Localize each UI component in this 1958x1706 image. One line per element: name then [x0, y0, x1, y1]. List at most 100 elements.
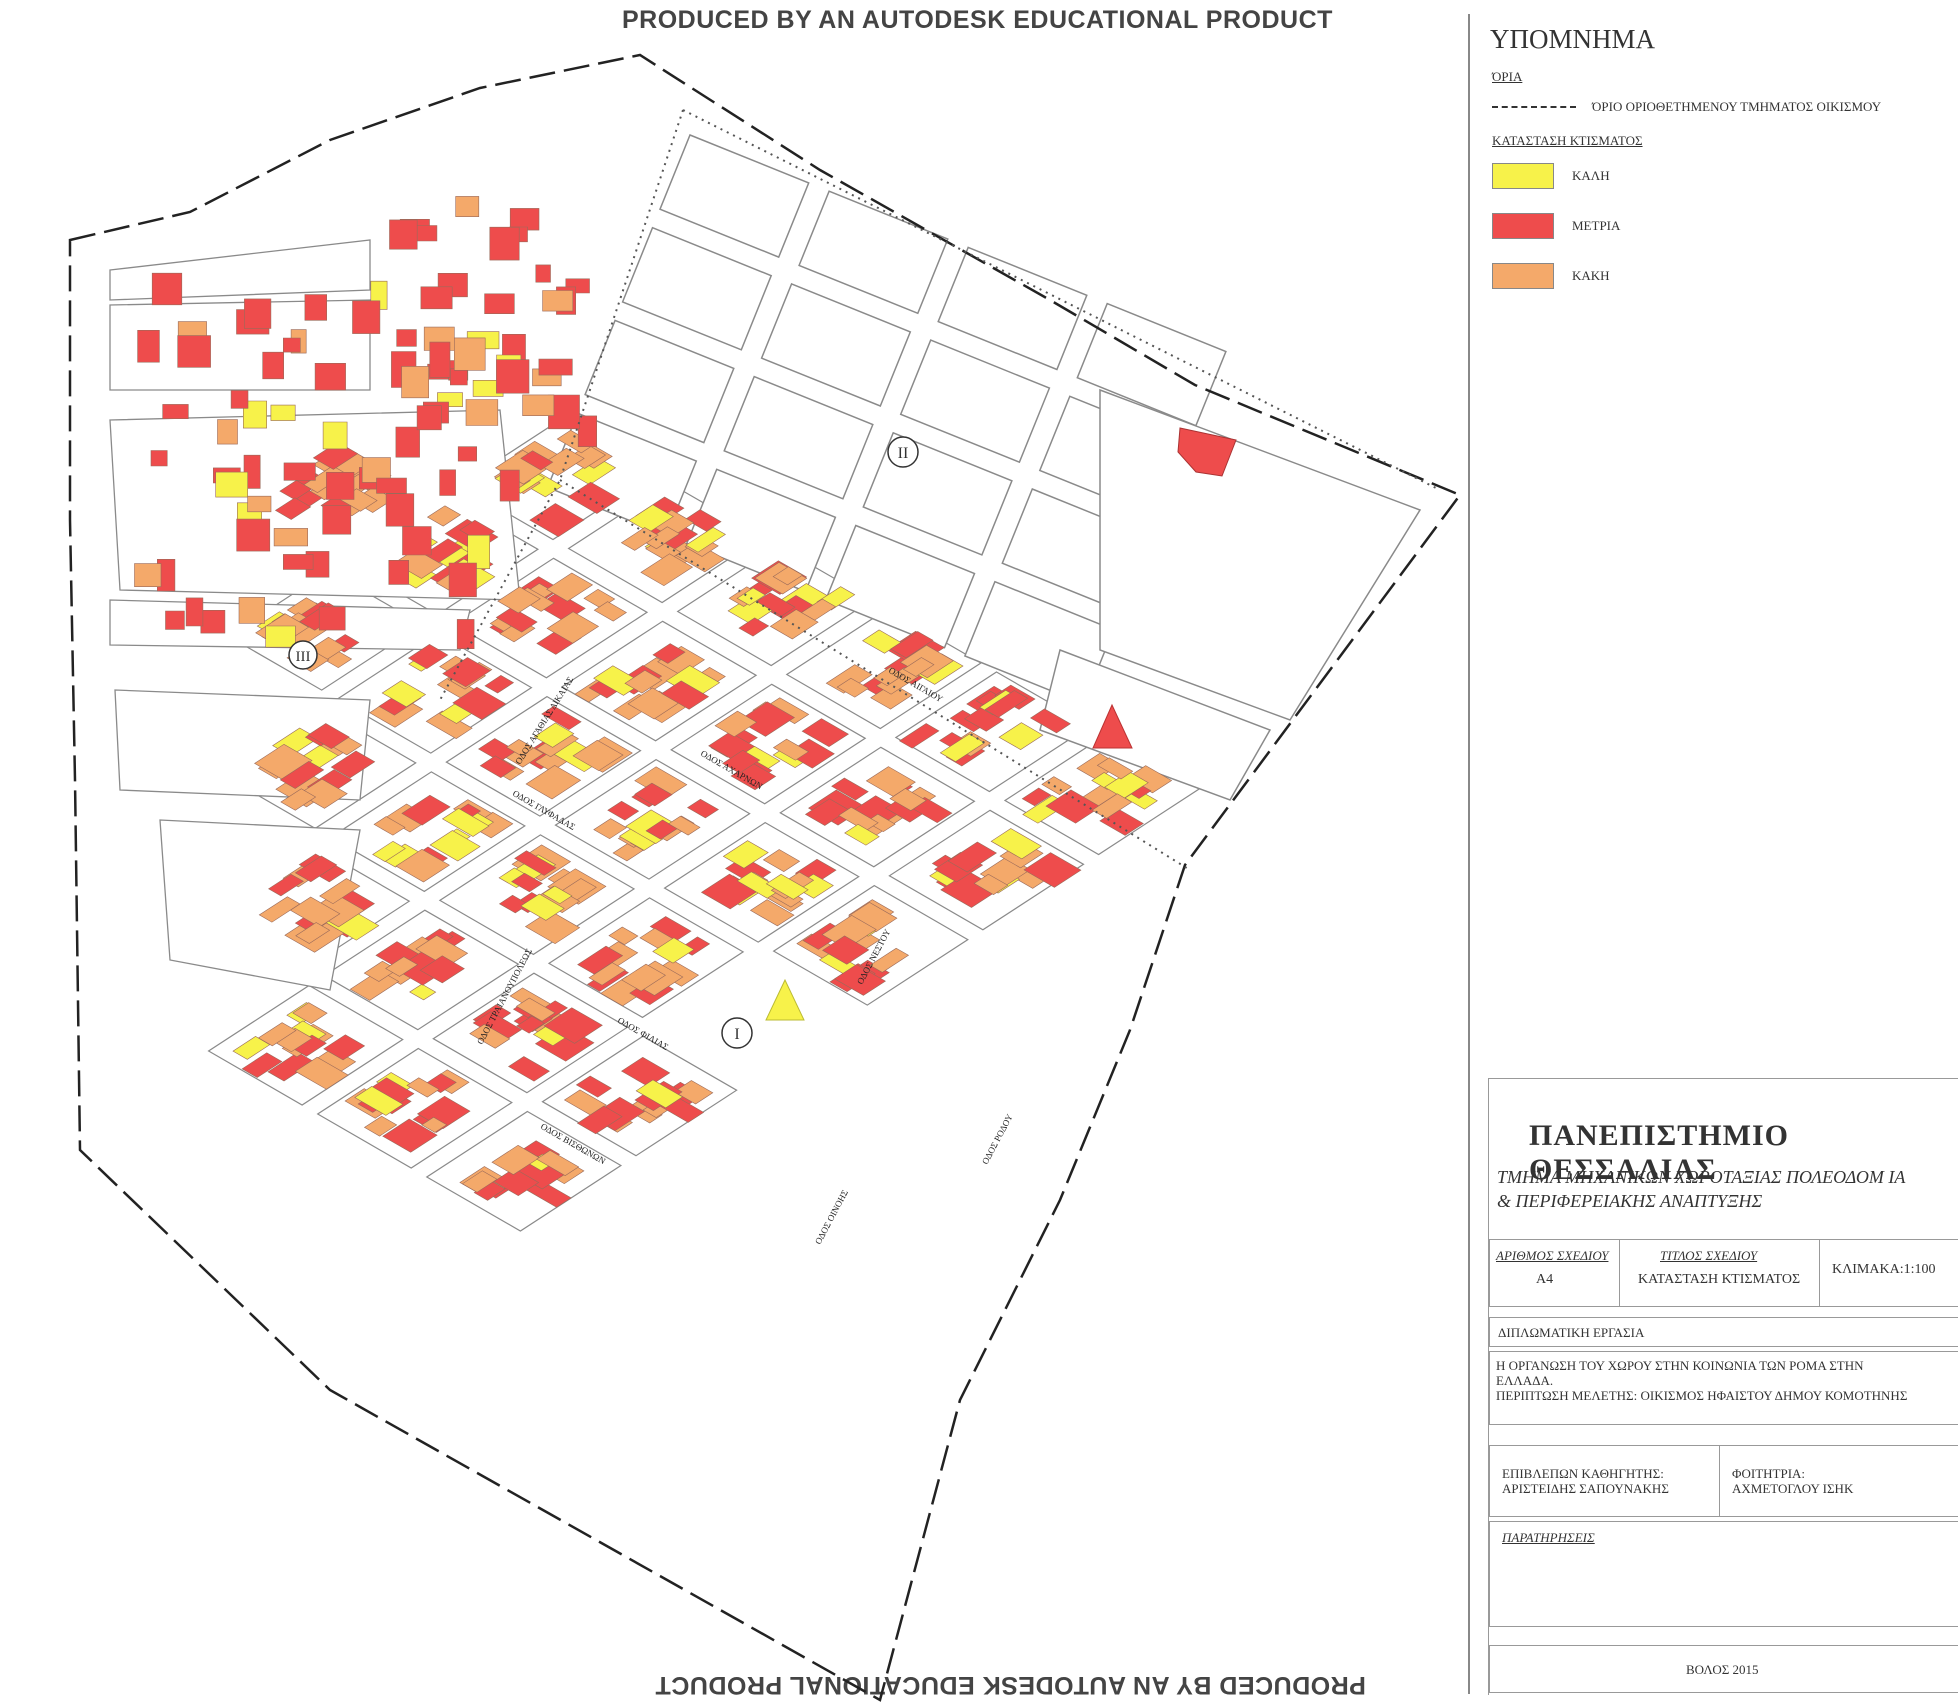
building	[652, 643, 686, 664]
building	[862, 629, 902, 654]
building	[635, 1079, 684, 1109]
svg-text:III: III	[296, 649, 311, 665]
building	[737, 701, 795, 737]
building	[381, 680, 427, 708]
planned-block	[760, 282, 912, 407]
building	[529, 503, 585, 537]
building	[593, 601, 627, 622]
building	[947, 841, 997, 873]
legend-boundary-label: ΌΡΙΟ ΟΡΙΟΘΕΤΗΜΕΝΟΥ ΤΜΗΜΑΤΟΣ ΟΙΚΙΣΜΟΥ	[1592, 99, 1882, 114]
student-label: ΦΟΙΤΗΤΡΙΑ:	[1732, 1466, 1806, 1481]
building	[241, 1052, 283, 1078]
department-line-1: ΤΜΗΜΑ ΜΗΧΑΝΙΚΩΝ ΧΩΡΟΤΑΞΙΑΣ ΠΟΛΕΟΔΟΜ ΙΑ	[1497, 1167, 1906, 1187]
drawing-number-label: ΑΡΙΘΜΟΣ ΣΧΕΔΙΟΥ	[1496, 1248, 1609, 1263]
landmark-pentagon-red	[1177, 427, 1237, 477]
building	[258, 896, 301, 923]
building	[588, 962, 626, 986]
building	[772, 738, 810, 761]
student-cell: ΦΟΙΤΗΤΡΙΑ: ΑΧΜΕΤΟΓΛΟΥ ΙΣΗΚ	[1719, 1445, 1958, 1517]
building	[661, 680, 710, 710]
building	[352, 300, 381, 334]
building	[385, 956, 419, 977]
building	[804, 798, 850, 826]
building	[134, 563, 162, 588]
building	[457, 446, 478, 462]
department-name: ΤΜΗΜΑ ΜΗΧΑΝΙΚΩΝ ΧΩΡΟΤΑΞΙΑΣ ΠΟΛΕΟΔΟΜ ΙΑ &…	[1497, 1165, 1905, 1213]
building	[230, 390, 249, 409]
building	[270, 404, 296, 421]
building	[525, 765, 582, 800]
building	[479, 755, 517, 778]
city-block	[451, 557, 649, 679]
building	[1021, 787, 1052, 807]
building	[388, 559, 410, 585]
settlement-boundary	[68, 53, 1462, 1702]
building	[318, 606, 346, 631]
city-block	[670, 683, 867, 805]
building	[542, 885, 573, 905]
building	[425, 710, 473, 739]
building	[738, 617, 770, 637]
settlement-map: II III I ΟΔΟΣ ΑΙΓΑΙΟΥ ΟΔΟΣ ΑΧΑΡΝΩΝ ΟΔΟΣ …	[68, 53, 1462, 1702]
building	[294, 855, 338, 883]
building	[493, 1168, 540, 1197]
building	[1023, 852, 1082, 888]
building	[150, 450, 168, 467]
building	[685, 527, 726, 553]
building	[543, 1007, 603, 1044]
building	[401, 794, 451, 826]
planned-block	[824, 524, 976, 649]
city-block	[336, 632, 533, 754]
building	[354, 1086, 404, 1116]
city-block	[432, 972, 629, 1094]
building	[389, 219, 418, 250]
building	[536, 1150, 580, 1176]
building	[448, 562, 477, 598]
building	[484, 293, 515, 315]
building	[873, 666, 905, 687]
building	[294, 1056, 349, 1090]
building	[373, 816, 406, 836]
building	[1091, 793, 1133, 819]
building	[620, 527, 659, 551]
building	[506, 739, 535, 757]
dashed-line-sample	[1492, 106, 1576, 108]
city-block	[109, 239, 371, 301]
building	[465, 399, 499, 426]
building	[467, 534, 491, 570]
building	[572, 739, 624, 772]
city-block	[109, 299, 371, 391]
building	[834, 964, 886, 996]
building	[283, 462, 316, 481]
building	[508, 1056, 550, 1082]
building	[499, 469, 520, 502]
supervisor-cell: ΕΠΙΒΛΕΠΩΝ ΚΑΘΗΓΗΤΗΣ: ΑΡΙΣΤΕΙΔΗΣ ΣΑΠΟΥΝΑΚ…	[1489, 1445, 1721, 1517]
legend-boundary-row: ΌΡΙΟ ΟΡΙΟΘΕΤΗΜΕΝΟΥ ΤΜΗΜΑΤΟΣ ΟΙΚΙΣΜΟΥ	[1492, 99, 1950, 115]
building	[243, 400, 268, 429]
building	[262, 351, 285, 380]
building	[673, 1080, 714, 1105]
building	[509, 208, 540, 231]
building	[449, 368, 468, 386]
building	[898, 723, 940, 749]
building	[515, 997, 556, 1022]
watermark-top: PRODUCED BY AN AUTODESK EDUCATIONAL PROD…	[622, 6, 1333, 34]
planned-block	[1039, 648, 1272, 801]
building	[419, 955, 465, 984]
supervisor-name: ΑΡΙΣΤΕΙΔΗΣ ΣΑΠΟΥΝΑΚΗΣ	[1502, 1481, 1669, 1496]
building	[520, 450, 554, 471]
building	[1041, 776, 1073, 795]
building	[200, 609, 226, 634]
building	[687, 798, 719, 819]
planned-block	[659, 134, 810, 259]
zone-marker-ii: II	[887, 436, 919, 468]
building	[524, 910, 581, 945]
department-line-2: & ΠΕΡΙΦΕΡΕΙΑΚΗΣ ΑΝΑΠΤΥΞΗΣ	[1497, 1191, 1763, 1211]
building	[634, 782, 673, 807]
building	[429, 341, 451, 378]
building	[185, 597, 204, 627]
building	[461, 1170, 498, 1193]
building	[439, 469, 456, 496]
drawing-number: Α4	[1536, 1272, 1554, 1287]
